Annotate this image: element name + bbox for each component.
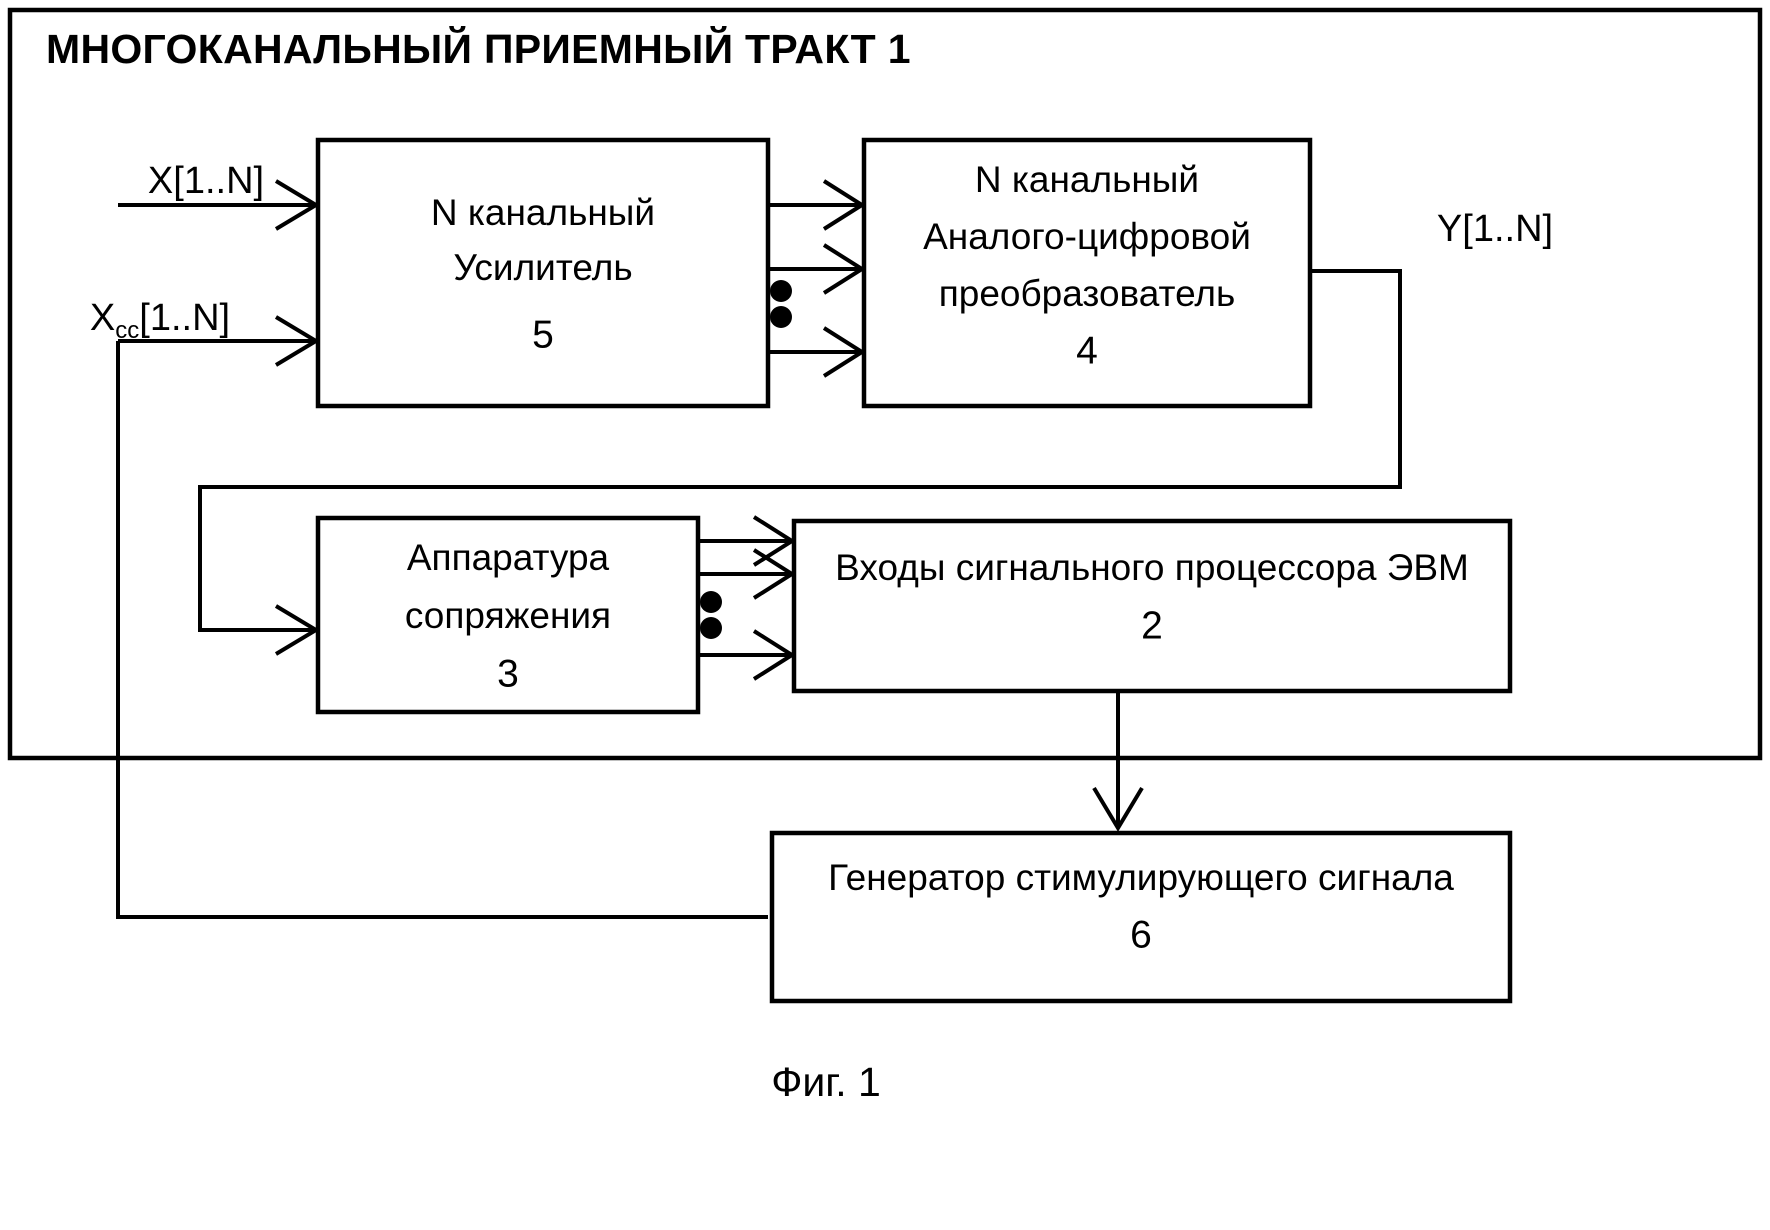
block-interface-ref: 3	[497, 652, 519, 695]
svg-text:Xcc[1..N]: Xcc[1..N]	[90, 297, 230, 344]
block-interface-unit	[315, 515, 701, 715]
block-generator-line1: Генератор стимулирующего сигнала	[828, 857, 1454, 898]
block-amplifier-line1: N канальный	[431, 192, 655, 233]
signal-xcc-tail: [1..N]	[139, 297, 230, 339]
wire-dsp-to-generator	[1092, 691, 1144, 832]
block-dsp-inputs	[791, 518, 1513, 694]
wire-interface-to-dsp-bus	[698, 515, 796, 681]
bus-continuation-dot	[770, 306, 792, 328]
block-dsp-inputs-line1: Входы сигнального процессора ЭВМ	[835, 547, 1469, 588]
signal-label-x-input: X[1..N]	[148, 160, 264, 202]
signal-label-y-output: Y[1..N]	[1437, 208, 1553, 250]
block-dsp-inputs-ref: 2	[1141, 604, 1163, 647]
block-adc-line3: преобразователь	[939, 273, 1236, 314]
block-amplifier-ref: 5	[532, 313, 554, 356]
block-adc	[861, 137, 1313, 409]
block-adc-ref: 4	[1076, 329, 1098, 372]
block-interface-line2: сопряжения	[405, 595, 611, 636]
block-stimulus-generator	[769, 830, 1513, 1004]
signal-xcc-subscript: cc	[115, 317, 139, 344]
bus-continuation-dot	[700, 617, 722, 639]
block-amplifier-line2: Усилитель	[453, 247, 632, 288]
container-title: МНОГОКАНАЛЬНЫЙ ПРИЕМНЫЙ ТРАКТ 1	[46, 26, 911, 72]
multichannel-receive-path-container	[7, 7, 1763, 761]
wire-y-output-to-interface	[198, 269, 1402, 656]
block-generator-ref: 6	[1130, 913, 1152, 956]
wire-xcc-feedback-input	[118, 315, 320, 367]
signal-xcc-base: X	[90, 297, 115, 339]
block-adc-line1: N канальный	[975, 159, 1199, 200]
wire-amplifier-to-adc-bus	[768, 179, 866, 378]
wire-generator-feedback-riser	[116, 341, 768, 919]
bus-continuation-dot	[700, 591, 722, 613]
figure-caption: Фиг. 1	[771, 1059, 881, 1105]
bus-continuation-dot	[770, 280, 792, 302]
signal-label-xcc-input: Xcc[1..N]	[90, 297, 230, 344]
block-interface-line1: Аппаратура	[407, 537, 610, 578]
wire-x-input	[118, 179, 320, 231]
block-adc-line2: Аналого-цифровой	[923, 216, 1251, 257]
block-amplifier	[315, 137, 771, 409]
